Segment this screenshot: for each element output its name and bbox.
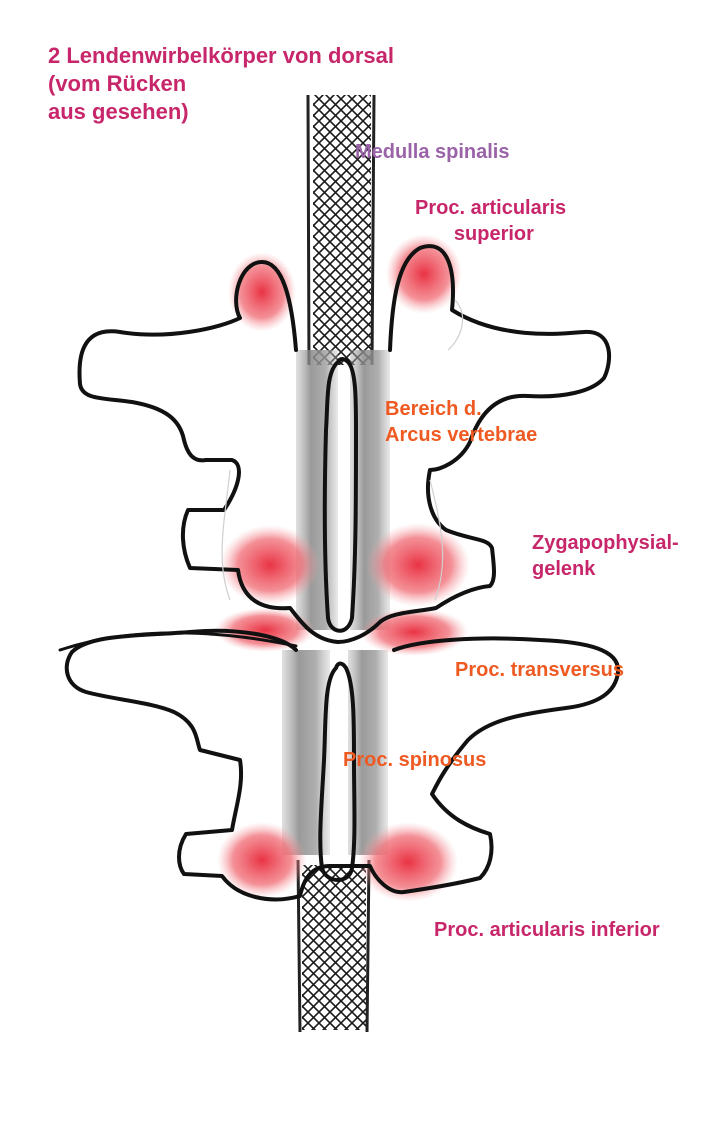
label-proc-spinosus: Proc. spinosus: [343, 749, 487, 771]
label-proc-transversus: Proc. transversus: [455, 659, 624, 681]
label-proc-articularis-superior: Proc. articularis superior: [415, 197, 567, 245]
arcus-shading: [282, 350, 390, 855]
label-medulla-spinalis: Medulla spinalis: [355, 141, 510, 163]
sketch-marks: [221, 299, 464, 601]
diagram-title: 2 Lendenwirbelkörper von dorsal (vom Rüc…: [48, 43, 394, 124]
label-arcus-vertebrae: Bereich d. Arcus vertebrae: [385, 398, 538, 446]
upper-vertebra-outline: [77, 244, 612, 644]
label-zygapophysialgelenk: Zygapophysial- gelenk: [532, 532, 679, 580]
medulla-spinalis-shape: [296, 94, 376, 1033]
lower-vertebra-outline: [58, 628, 621, 902]
label-proc-articularis-inferior: Proc. articularis inferior: [434, 919, 660, 941]
